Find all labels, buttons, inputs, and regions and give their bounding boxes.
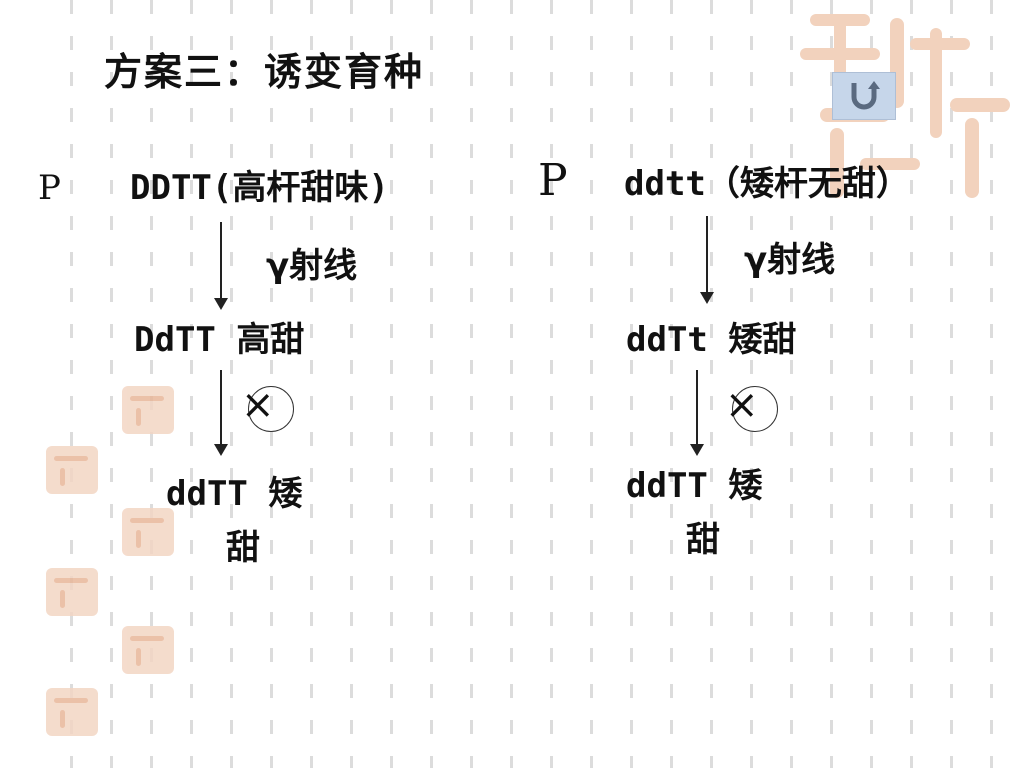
right-p-label: P — [538, 155, 568, 206]
cross-symbol: × — [725, 382, 759, 428]
right-selfing-symbol: × — [725, 383, 778, 432]
left-arrow-treatment — [214, 222, 228, 310]
right-treatment-label: γ射线 — [744, 240, 836, 280]
left-p-label: P — [38, 168, 61, 208]
right-arrow-treatment — [700, 216, 714, 304]
left-offspring-line2: 甜 — [226, 528, 260, 568]
seal-icon — [122, 386, 174, 434]
seal-icon — [46, 688, 98, 736]
seal-icon — [46, 446, 98, 494]
return-arrow-icon — [851, 81, 880, 110]
slide-title: 方案三：诱变育种 — [104, 50, 425, 94]
left-arrow-cross — [214, 370, 228, 456]
seal-icon — [122, 626, 174, 674]
left-parent-genotype: DDTT(高杆甜味) — [130, 168, 389, 208]
seal-icon — [122, 508, 174, 556]
right-offspring-line1: ddTT 矮 — [626, 466, 763, 506]
right-offspring-line2: 甜 — [686, 520, 720, 560]
auspicious-seal-large-icon — [790, 8, 1020, 208]
cross-symbol: × — [241, 382, 275, 428]
left-selfing-symbol: × — [241, 383, 294, 432]
right-arrow-cross — [690, 370, 704, 456]
right-mutant-genotype: ddTt 矮甜 — [626, 320, 797, 360]
left-treatment-label: γ射线 — [266, 246, 358, 286]
back-button[interactable] — [832, 72, 896, 120]
left-mutant-genotype: DdTT 高甜 — [134, 320, 305, 360]
left-offspring-line1: ddTT 矮 — [166, 474, 303, 514]
right-parent-genotype: ddtt（矮杆无甜） — [624, 164, 910, 204]
seal-icon — [46, 568, 98, 616]
